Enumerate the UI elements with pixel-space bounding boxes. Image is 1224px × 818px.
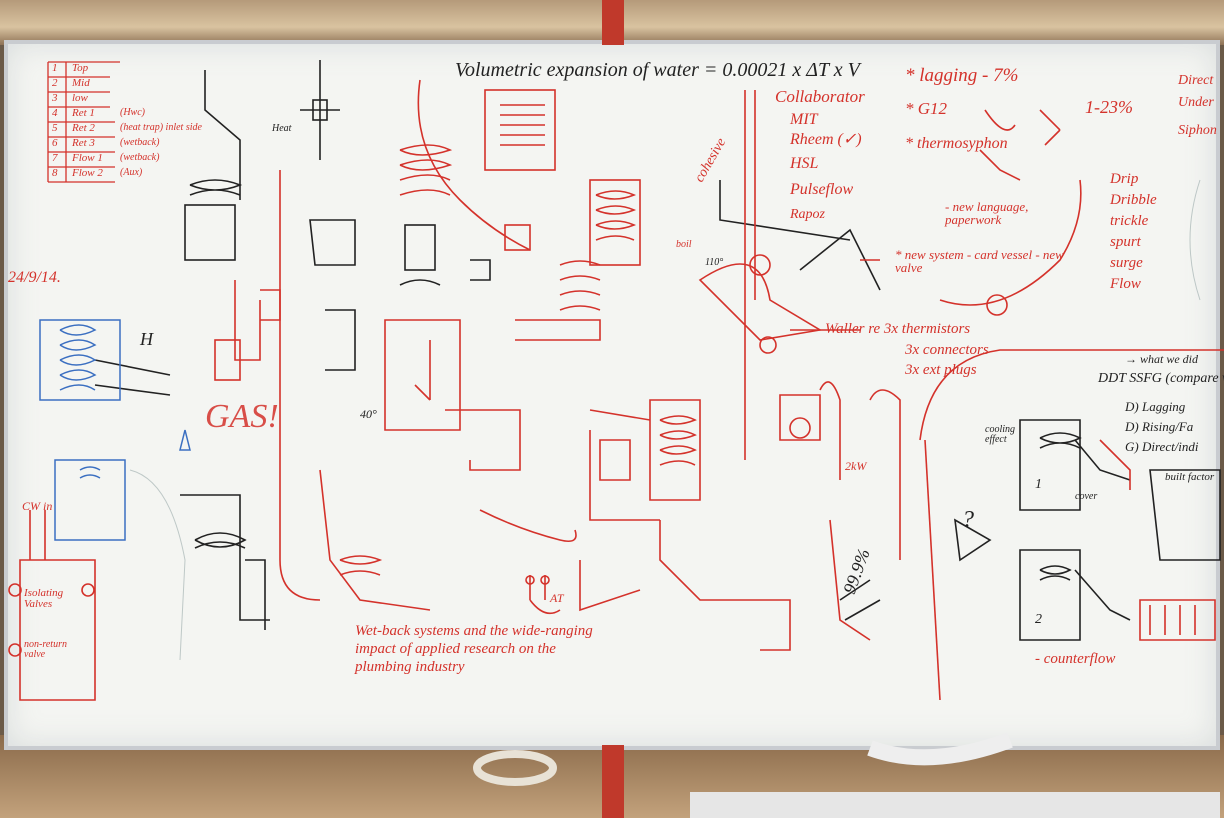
lagging-note: * lagging - 7% [905,65,1019,86]
non-return-valve-label: non-return valve [24,639,67,660]
angle-label: 110° [705,257,724,268]
legend-label: Ret 1 [72,107,95,119]
boil-label: boil [676,239,692,250]
legend-num: 6 [52,137,58,149]
legend-num: 4 [52,107,58,119]
whiteboard [4,40,1220,750]
legend-note: (Hwc) [120,107,145,118]
ddt-note: DDT SSFG (compare w/ [1098,371,1224,386]
legend-note: (wetback) [120,152,160,163]
heat-label: Heat [272,123,292,134]
new-system-note: * new system - card vessel - new valve [895,247,1064,275]
d2-note: D) Rising/Fa [1125,419,1194,434]
cover-label: cover [1075,491,1098,502]
counterflow-label: - counterflow [1035,651,1116,667]
legend-num: 8 [52,167,58,179]
right-note: Direct [1178,73,1214,88]
collaborators-title: Collaborator [775,87,865,106]
legend-note: (wetback) [120,137,160,148]
gas-text: GAS! [205,398,279,435]
collaborator: Rapoz [790,207,825,222]
legend-num: 3 [52,92,58,104]
date-text: 24/9/14. [8,269,61,286]
plugs-note: 3x ext plugs [905,362,977,378]
isolating-valves-label: Isolating Valves [24,587,64,610]
legend-note: (Aux) [120,167,143,178]
legend-num: 1 [52,62,58,74]
heading-text: Volumetric expansion of water = 0.00021 … [455,59,860,81]
new-language-note: - new language, paperwork [945,199,1029,227]
at-label: AT [550,591,564,605]
collaborator: MIT [790,111,818,128]
legend-label: Top [72,62,89,74]
right-note: Siphon [1178,123,1217,138]
flow-word: trickle [1110,213,1149,229]
legend-num: 5 [52,122,58,134]
collaborator: Pulseflow [790,181,854,198]
legend-label: Flow 2 [72,167,103,179]
legend-num: 7 [52,152,58,164]
diagram-number: 2 [1035,612,1042,627]
thermistors-note: Waller re 3x thermistors [825,321,971,337]
legend-label: Flow 1 [72,152,103,164]
flow-word: Flow [1110,276,1141,292]
flow-word: Dribble [1110,192,1157,208]
legend-label: Ret 2 [72,122,95,134]
d1-note: D) Lagging [1125,399,1186,414]
caption-text: Wet-back systems and the wide-ranging im… [355,623,593,675]
g-direct-note: G) Direct/indi [1125,439,1199,454]
right-note: Under [1178,95,1214,110]
built-factor-note: built factor [1165,471,1215,483]
collaborator: HSL [790,155,819,172]
flow-word: spurt [1110,234,1141,250]
range-note: 1-23% [1085,97,1133,117]
flow-word: Drip [1110,171,1139,187]
diagram-number: 1 [1035,477,1042,492]
power-label: 2kW [845,459,867,473]
what-we-did-note: → what we did [1125,352,1199,366]
legend-label: Ret 3 [72,137,95,149]
connectors-note: 3x connectors [905,342,989,358]
legend-note: (heat trap) inlet side [120,122,202,133]
g12-note: * G12 [905,99,948,118]
cw-in-label: CW in [22,499,53,513]
flow-word: surge [1110,255,1143,271]
legend-num: 2 [52,77,58,89]
legend-label: Mid [72,77,90,89]
legend-label: low [72,92,88,104]
temperature-label: 40° [360,407,377,421]
cooling-effect-label: cooling effect [985,424,1015,445]
h-label: H [140,329,153,349]
collaborator: Rheem (✓) [790,131,862,148]
question-mark: ? [962,507,974,533]
thermosyphon-note: * thermosyphon [905,135,1008,152]
